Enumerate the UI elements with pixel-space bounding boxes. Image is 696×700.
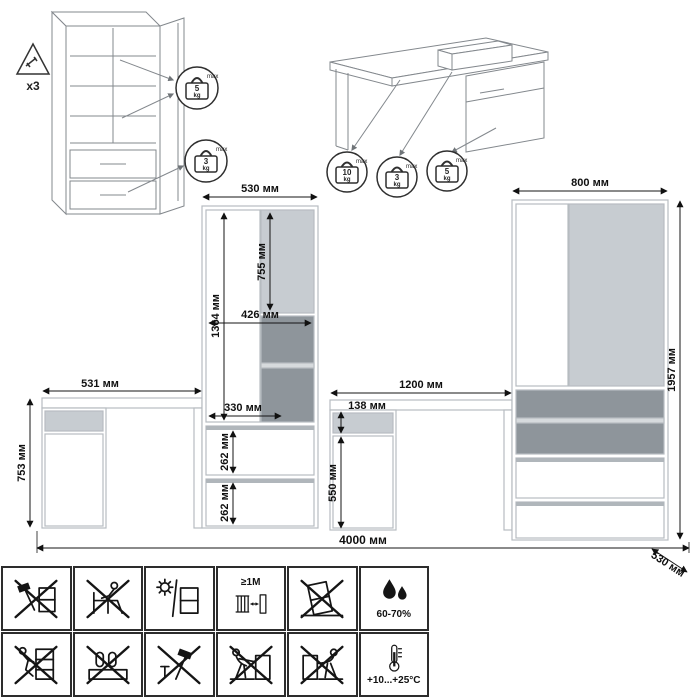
badge-max: max <box>456 158 467 164</box>
badge-max: max <box>356 159 367 165</box>
shelf <box>515 417 665 424</box>
dim-total-width: 4000 мм <box>339 533 387 547</box>
heater-distance-label: ≥1М <box>241 577 261 588</box>
pictogram-no-standing-on-top <box>72 632 143 697</box>
dim-depth: 530 мм <box>649 549 687 580</box>
drawer-front <box>515 457 665 499</box>
door <box>44 433 104 527</box>
pictogram-avoid-direct-sunlight <box>144 566 215 631</box>
dim-cabinet-left-door-height: 755 мм <box>256 243 268 281</box>
heater-distance-icon <box>235 594 267 614</box>
badge-unit: kg <box>443 176 450 182</box>
pictogram-no-climbing-drawers <box>1 632 72 697</box>
badge-max: max <box>216 147 227 153</box>
dim-cabinet-left-width: 530 мм <box>241 183 279 195</box>
temperature-label: +10...+25°C <box>367 675 421 686</box>
temperature-icon <box>388 644 402 672</box>
pictogram-no-hammering <box>144 632 215 697</box>
badge-value: 3 <box>395 173 400 182</box>
dim-cabinet-left-shelf-width: 330 мм <box>224 402 262 414</box>
dimension-labels: 530 мм 531 мм 753 мм 1364 мм 755 мм 426 … <box>16 177 687 580</box>
door <box>332 435 394 529</box>
door-gray <box>568 203 665 387</box>
dim-cabinet-right-height: 1957 мм <box>666 348 678 392</box>
desk-exploded-sketch <box>329 37 549 157</box>
screws-warning: x3 <box>15 42 51 93</box>
furniture-elevation <box>41 199 669 541</box>
shelf <box>260 362 315 369</box>
cabinet-right <box>511 199 669 541</box>
weight-badge: 5 kg max <box>426 150 468 192</box>
badge-max: max <box>406 164 417 170</box>
dim-cabinet-right-width: 800 мм <box>571 177 609 189</box>
dim-desk-right-width: 1200 мм <box>399 379 443 391</box>
desk-right <box>329 399 513 531</box>
door-gray <box>260 209 315 314</box>
pictogram-no-dragging <box>287 632 358 697</box>
door <box>205 209 261 423</box>
badge-value: 5 <box>445 167 450 176</box>
pictogram-grid: ≥1М 60-70% <box>1 566 429 697</box>
open-niche <box>260 315 315 423</box>
badge-unit: kg <box>393 182 400 188</box>
weight-badge: 5 kg max <box>175 66 219 110</box>
dim-desk-left-height: 753 мм <box>16 444 28 482</box>
badge-value: 3 <box>204 157 209 166</box>
screw-icon <box>25 56 38 68</box>
weight-badge: 3 kg max <box>376 156 418 198</box>
wardrobe-exploded-sketch <box>50 10 185 216</box>
pictogram-no-tilting-loaded <box>287 566 358 631</box>
weight-badge: 10 kg max <box>326 151 368 193</box>
dim-desk-left-width: 531 мм <box>81 378 119 390</box>
badge-max: max <box>207 74 218 80</box>
badge-value: 10 <box>343 168 352 177</box>
no-standing-on-top-icon <box>86 645 130 684</box>
no-sitting-on-backrest-icon <box>86 579 130 618</box>
badge-unit: kg <box>343 177 350 183</box>
screws-count-label: x3 <box>26 79 40 93</box>
humidity-label: 60-70% <box>376 609 411 620</box>
badge-value: 5 <box>195 84 200 93</box>
drawer-front <box>332 412 394 434</box>
drawer-front <box>515 501 665 539</box>
pictogram-humidity: 60-70% <box>358 566 429 631</box>
badge-unit: kg <box>202 166 209 172</box>
no-hammer-assembly-icon <box>14 579 58 618</box>
weight-badge: 3 kg max <box>184 139 228 183</box>
dim-drawer-height-1: 262 мм <box>219 433 231 471</box>
no-hammering-icon <box>157 645 201 684</box>
pictogram-temperature: +10...+25°C <box>358 632 429 697</box>
dim-desk-right-clearance: 550 мм <box>327 464 339 502</box>
dim-cabinet-left-height: 1364 мм <box>210 294 222 338</box>
no-climbing-drawers-icon <box>14 645 58 684</box>
kettlebell-weight-icon <box>190 77 204 85</box>
desk-left <box>41 397 203 529</box>
dim-drawer-height-2: 262 мм <box>219 484 231 522</box>
drawer-front <box>205 425 315 476</box>
kettlebell-weight-icon <box>199 150 213 158</box>
pictogram-no-pushing <box>215 632 286 697</box>
no-tilting-loaded-icon <box>300 579 344 618</box>
pictogram-heater-distance: ≥1М <box>215 566 286 631</box>
badge-unit: kg <box>193 93 200 99</box>
pictogram-no-hammer-assembly <box>1 566 72 631</box>
dim-cabinet-left-inner-width: 426 мм <box>241 309 279 321</box>
dim-desk-right-drawer-height: 138 мм <box>348 400 386 412</box>
humidity-icon <box>382 579 407 600</box>
drawer-front <box>44 410 104 432</box>
no-dragging-icon <box>300 645 344 684</box>
no-pushing-icon <box>229 645 273 684</box>
dimensions <box>26 187 690 573</box>
door <box>515 203 569 387</box>
pictogram-no-sitting-on-backrest <box>72 566 143 631</box>
avoid-direct-sunlight-icon <box>156 577 199 617</box>
